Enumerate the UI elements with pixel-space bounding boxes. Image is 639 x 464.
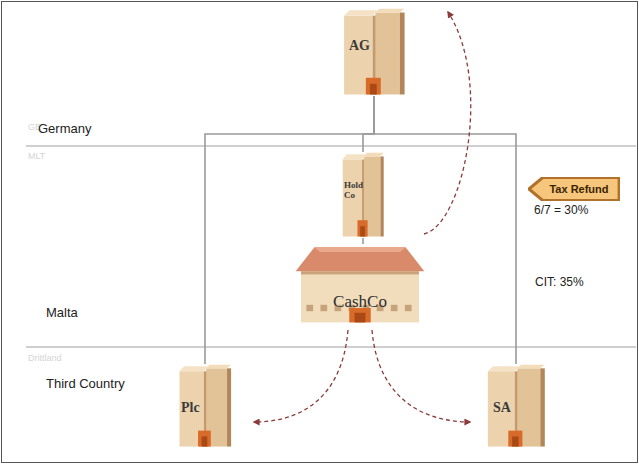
cash-company-building-outline xyxy=(293,244,427,324)
tax-refund-arrow: Tax Refund xyxy=(528,177,620,201)
cash-company-building: CashCo xyxy=(293,244,427,324)
ownership-line xyxy=(363,96,374,152)
node-label: Tax Refund xyxy=(549,183,608,195)
ownership-line xyxy=(362,238,364,244)
parent-building: AG xyxy=(340,8,408,96)
subsidiary-building: SA xyxy=(484,364,548,448)
flow-arrow xyxy=(254,330,348,422)
faint-region-code: Drittland xyxy=(28,353,62,363)
tax-rate: CIT: 35% xyxy=(535,275,584,289)
node-label: AG xyxy=(349,38,370,54)
faint-region-code: MLT xyxy=(28,151,45,161)
node-label: CashCo xyxy=(333,292,387,312)
country-label: Malta xyxy=(46,305,78,320)
ownership-line xyxy=(205,96,374,364)
flow-arrow xyxy=(424,12,471,234)
country-divider xyxy=(26,346,636,347)
holding-building: Hold Co xyxy=(340,152,386,238)
flow-arrow xyxy=(372,330,470,422)
country-label: Third Country xyxy=(46,376,125,391)
country-divider xyxy=(26,145,636,146)
country-label: Germany xyxy=(38,121,91,136)
ownership-line xyxy=(374,96,516,364)
node-label: SA xyxy=(493,400,511,416)
node-label: Hold Co xyxy=(344,180,362,200)
refund-ratio: 6/7 = 30% xyxy=(534,203,588,217)
node-label: Plc xyxy=(181,400,200,416)
subsidiary-building: Plc xyxy=(176,364,234,448)
